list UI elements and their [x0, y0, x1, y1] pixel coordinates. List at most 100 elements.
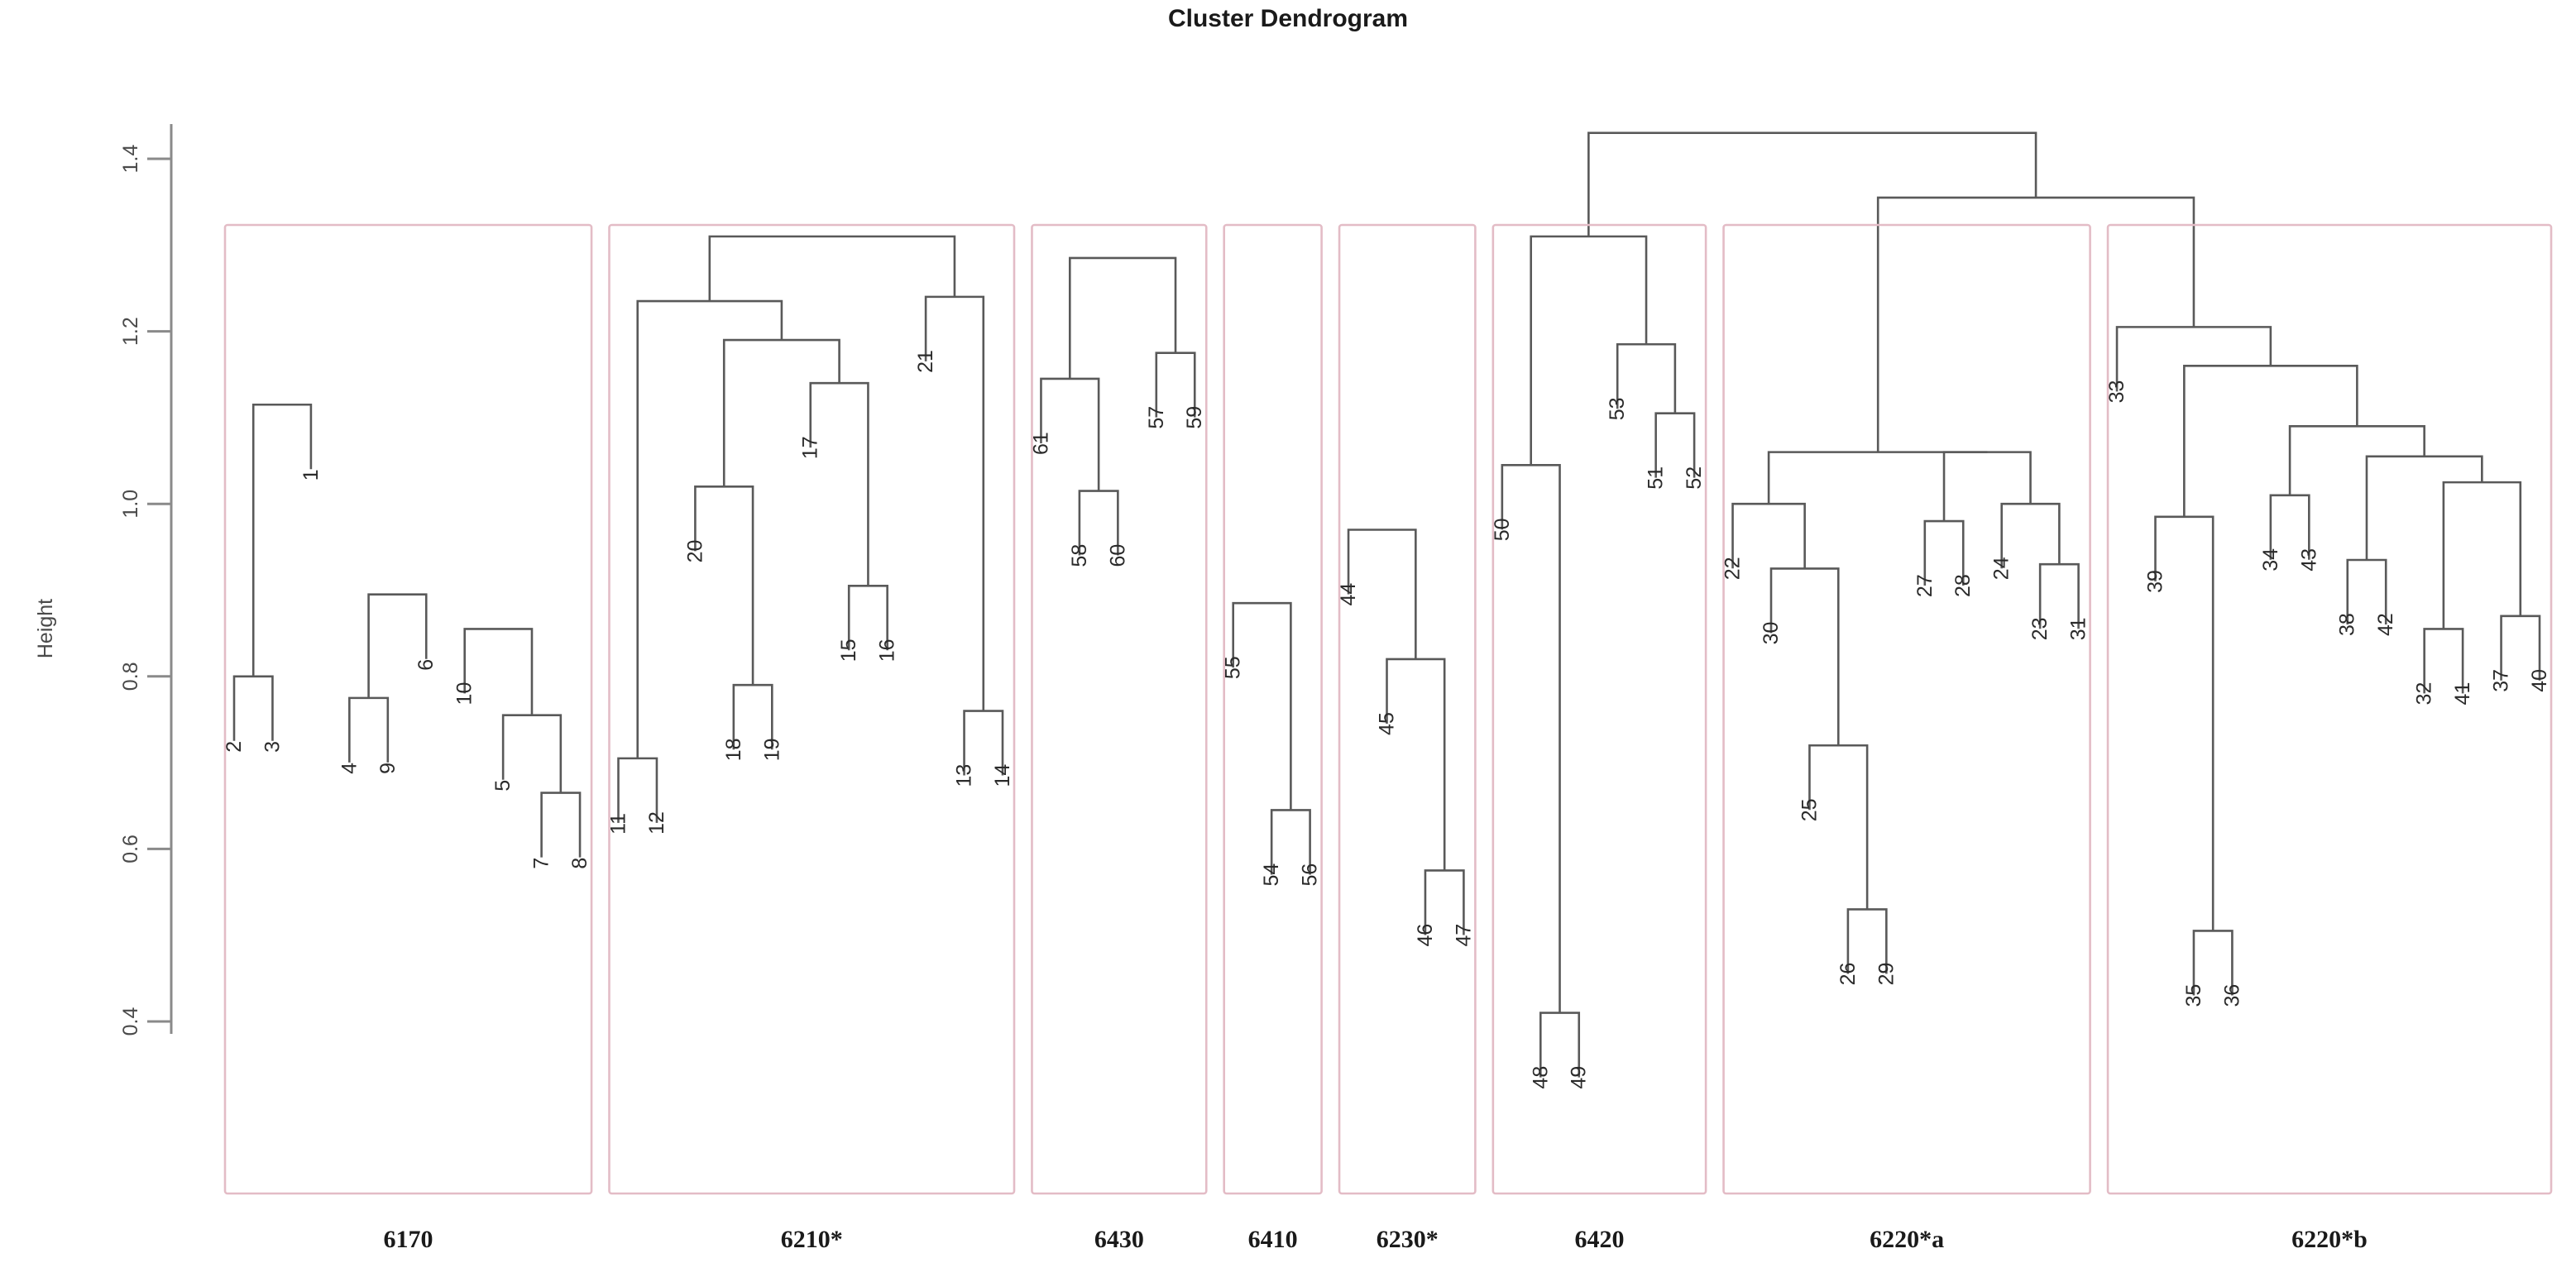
dendrogram-link	[2365, 455, 2483, 560]
dendrogram-link	[722, 338, 840, 487]
leaf-label: 33	[2105, 380, 2128, 404]
leaf-label: 54	[1260, 863, 1283, 887]
page-title: Cluster Dendrogram	[1168, 5, 1408, 32]
leaf-label: 7	[530, 858, 553, 869]
leaf-label: 52	[1683, 466, 1706, 490]
cluster-box	[2106, 223, 2553, 1195]
cluster-label: 6220*b	[2291, 1226, 2368, 1253]
leaf-label: 41	[2451, 682, 2474, 706]
dendrogram-link	[1068, 256, 1177, 379]
cluster-label: 6230*	[1377, 1226, 1439, 1253]
leaf-label: 21	[914, 350, 937, 373]
y-axis-tick-label: 0.8	[119, 662, 142, 691]
cluster-label: 6170	[384, 1226, 433, 1253]
dendrogram-link	[1347, 529, 1417, 659]
cluster-box	[223, 223, 593, 1195]
leaf-label: 12	[645, 811, 668, 835]
dendrogram-link	[2288, 425, 2425, 495]
leaf-label: 27	[1913, 574, 1937, 597]
leaf-label: 59	[1183, 406, 1206, 429]
leaf-label: 15	[837, 639, 860, 662]
dendrogram-link	[1767, 451, 1988, 505]
dendrogram-link	[809, 381, 869, 586]
leaf-label: 20	[683, 540, 706, 563]
dendrogram-link	[348, 696, 390, 763]
dendrogram-link	[1232, 601, 1292, 811]
leaf-label: 61	[1029, 432, 1052, 455]
leaf-label: 35	[2182, 984, 2205, 1007]
leaf-label: 55	[1222, 656, 1245, 679]
cluster-label: 6420	[1574, 1226, 1624, 1253]
leaf-label: 32	[2413, 682, 2436, 706]
leaf-label: 14	[991, 764, 1014, 787]
cluster-boxes	[223, 223, 2553, 1195]
dendrogram-link	[2115, 326, 2272, 392]
cluster-label: 6210*	[781, 1226, 843, 1253]
leaf-label: 25	[1798, 798, 1821, 821]
dendrogram-link	[2442, 481, 2522, 629]
leaf-label: 38	[2336, 613, 2359, 636]
cluster-label: 6220*a	[1870, 1226, 1944, 1253]
leaf-label: 34	[2259, 548, 2282, 572]
leaf-label: 53	[1606, 397, 1629, 420]
leaf-label: 43	[2297, 548, 2320, 572]
leaf-label: 29	[1875, 963, 1898, 986]
dendrogram-link	[367, 593, 428, 698]
dendrogram-link	[1501, 463, 1561, 1013]
leaf-label: 13	[953, 764, 976, 787]
cluster-box	[1031, 223, 1208, 1195]
cluster-label: 6430	[1094, 1226, 1144, 1253]
leaf-label: 19	[760, 738, 783, 761]
leaf-label: 50	[1491, 518, 1514, 541]
leaf-label: 51	[1645, 466, 1668, 490]
chart-title-group: Cluster Dendrogram	[1168, 5, 1408, 32]
y-axis-tick-label: 1.2	[119, 317, 142, 346]
leaf-label: 49	[1568, 1066, 1591, 1089]
leaf-label: 57	[1145, 406, 1168, 429]
dendrogram-link	[1530, 235, 1648, 466]
cluster-box	[1223, 223, 1323, 1195]
dendrogram-links	[232, 132, 2541, 1078]
dendrogram-link	[1876, 196, 2195, 452]
leaf-label: 9	[376, 763, 400, 774]
leaf-label: 47	[1452, 924, 1475, 947]
leaf-label: 1	[299, 469, 323, 481]
dendrogram-link	[636, 299, 783, 758]
leaf-label: 17	[799, 436, 822, 459]
cluster-box	[608, 223, 1016, 1195]
leaf-label: 10	[453, 682, 476, 706]
dendrogram-link	[1808, 744, 1869, 910]
leaf-label: 28	[1951, 574, 1975, 597]
cluster-box	[1722, 223, 2091, 1195]
leaf-label: 58	[1068, 544, 1091, 567]
leaf-label: 22	[1721, 557, 1745, 580]
dendrogram-link	[232, 675, 274, 741]
dendrogram-link	[540, 792, 582, 858]
leaf-label: 42	[2374, 613, 2397, 636]
leaf-label: 4	[338, 763, 361, 774]
leaf-label: 6	[414, 659, 438, 671]
leaf-label: 60	[1106, 544, 1129, 567]
dendrogram-link	[251, 403, 313, 677]
y-axis-tick-label: 1.4	[119, 145, 142, 174]
dendrogram-link	[1386, 658, 1446, 871]
leaf-label: 26	[1836, 963, 1860, 986]
leaf-label: 23	[2028, 617, 2052, 640]
leaf-label: 11	[607, 813, 630, 835]
leaf-label: 31	[2067, 617, 2090, 640]
dendrogram-link	[463, 628, 534, 715]
leaf-label: 37	[2490, 669, 2513, 692]
leaf-label: 36	[2220, 984, 2243, 1007]
dendrogram-link	[1942, 451, 2032, 522]
cluster-box	[1338, 223, 1477, 1195]
leaf-label: 44	[1337, 583, 1360, 606]
leaf-label: 30	[1760, 622, 1783, 645]
dendrogram-link	[2183, 365, 2358, 517]
leaf-label: 5	[491, 780, 515, 792]
dendrogram-link	[694, 486, 754, 686]
y-axis-title: Height	[34, 599, 57, 658]
leaf-label: 56	[1299, 863, 1322, 887]
